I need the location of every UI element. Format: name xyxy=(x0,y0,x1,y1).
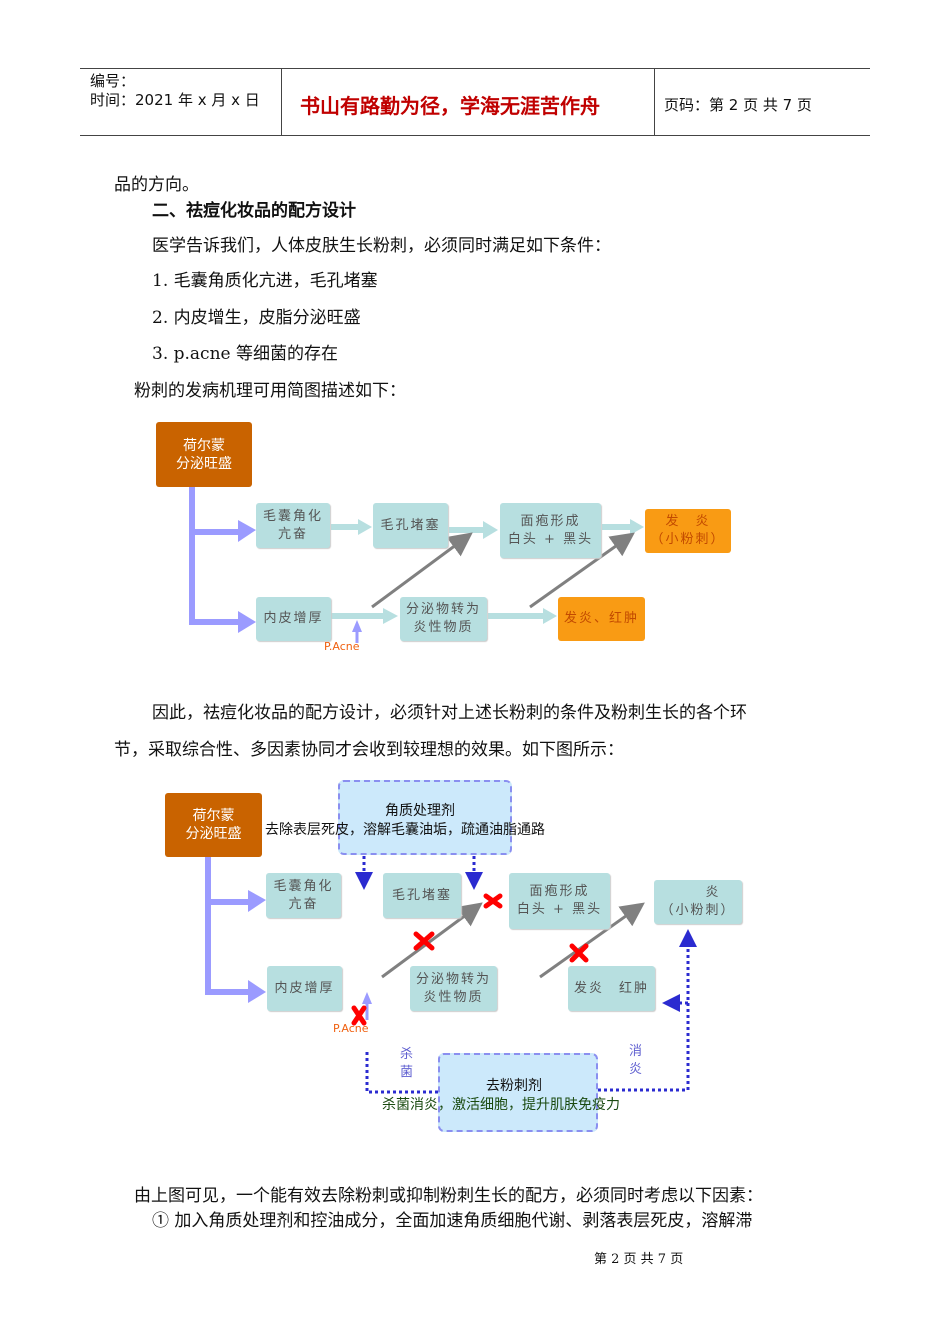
hormone-box: 荷尔蒙分泌旺盛 xyxy=(165,793,262,857)
inflammation-box: 炎（小粉刺） xyxy=(654,880,742,924)
follicle-box: 毛囊角化亢奋 xyxy=(266,873,341,918)
paragraph: 由上图可见，一个能有效去除粉刺或抑制粉刺生长的配方，必须同时考虑以下因素： xyxy=(134,1186,763,1206)
list-item: 1. 毛囊角质化亢进，毛孔堵塞 xyxy=(152,271,378,291)
header-motto: 书山有路勤为径，学海无涯苦作舟 xyxy=(300,94,600,118)
acne-agent-title: 去粉刺剂 xyxy=(486,1078,542,1094)
list-item: 2. 内皮增生，皮脂分泌旺盛 xyxy=(152,308,361,328)
diagram2-connectors xyxy=(205,856,697,1094)
header-page: 页码：第 2 页 共 7 页 xyxy=(664,96,812,114)
keratin-agent-box xyxy=(338,780,512,855)
section-heading: 二、祛痘化妆品的配方设计 xyxy=(152,201,356,221)
inflammation-box: 发 炎（小粉刺） xyxy=(645,509,731,553)
hormone-box: 荷尔蒙分泌旺盛 xyxy=(156,422,252,487)
paragraph: 粉刺的发病机理可用简图描述如下： xyxy=(134,381,406,401)
header-time: 时间：2021 年 x 月 x 日 xyxy=(90,91,260,109)
pore-box: 毛孔堵塞 xyxy=(373,503,448,548)
header-divider xyxy=(654,68,655,136)
keratin-agent-desc: 去除表层死皮，溶解毛囊油垢，疏通油脂通路 xyxy=(265,822,545,838)
paragraph: ① 加入角质处理剂和控油成分，全面加速角质细胞代谢、剥落表层死皮，溶解滞 xyxy=(152,1211,753,1231)
paragraph: 节，采取综合性、多因素协同才会收到较理想的效果。如下图所示： xyxy=(114,740,624,760)
paragraph: 品的方向。 xyxy=(114,175,199,195)
pore-box: 毛孔堵塞 xyxy=(383,873,461,918)
header-top-rule xyxy=(80,68,870,69)
comedo-box: 面疱形成白头 + 黑头 xyxy=(500,503,601,558)
acne-agent-desc: 杀菌消炎，激活细胞，提升肌肤免疫力 xyxy=(382,1097,620,1113)
secretion-box: 分泌物转为炎性物质 xyxy=(400,597,487,641)
comedo-box: 面疱形成白头 + 黑头 xyxy=(509,873,610,929)
keratin-agent-title: 角质处理剂 xyxy=(385,803,455,819)
secretion-box: 分泌物转为炎性物质 xyxy=(410,966,497,1011)
acne-agent-box xyxy=(438,1053,598,1132)
redness-box: 发炎、红肿 xyxy=(558,597,645,641)
header-bottom-rule xyxy=(80,135,870,136)
skin-box: 内皮增厚 xyxy=(267,966,342,1011)
paragraph: 医学告诉我们，人体皮肤生长粉刺，必须同时满足如下条件： xyxy=(152,236,611,256)
anti-inflammation-label: 消炎 xyxy=(629,1044,643,1077)
paragraph: 因此，祛痘化妆品的配方设计，必须针对上述长粉刺的条件及粉刺生长的各个环 xyxy=(152,703,747,723)
header-divider xyxy=(281,68,282,136)
diagram1-connectors xyxy=(189,487,644,643)
redness-box: 发炎 红肿 xyxy=(568,966,655,1011)
page-footer: 第 2 页 共 7 页 xyxy=(594,1252,684,1267)
pacne-label: P.Acne xyxy=(324,640,360,653)
kill-bacteria-label: 杀菌 xyxy=(400,1047,414,1080)
skin-box: 内皮增厚 xyxy=(256,597,331,641)
list-item: 3. p.acne 等细菌的存在 xyxy=(152,344,338,364)
follicle-box: 毛囊角化亢奋 xyxy=(256,503,330,548)
pacne-label: P.Acne xyxy=(333,1022,369,1035)
header-number: 编号： xyxy=(90,72,136,90)
